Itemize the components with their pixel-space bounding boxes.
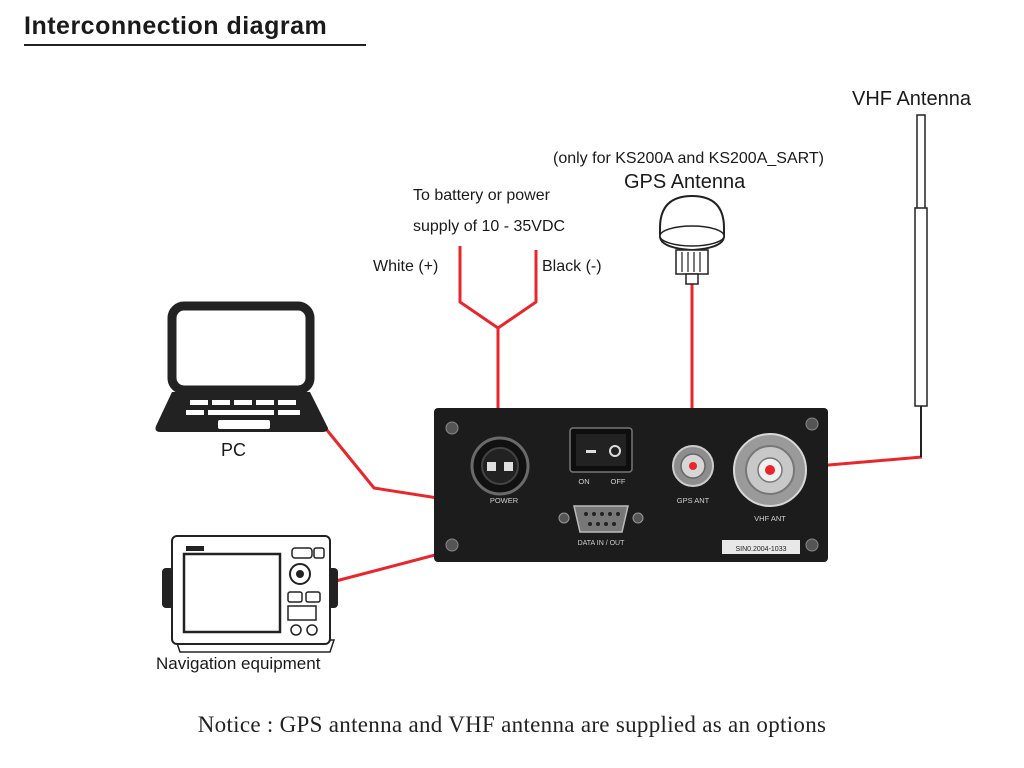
gps-antenna-icon [659, 194, 725, 285]
gps-antenna-port [672, 445, 714, 487]
navigation-display-icon [162, 535, 338, 653]
data-port-label: DATA IN / OUT [578, 540, 626, 547]
laptop-icon [155, 301, 328, 432]
title-underline [24, 44, 366, 46]
power-switch [569, 427, 633, 473]
gps-antenna-label: GPS Antenna [624, 171, 746, 193]
battery-label-line2: supply of 10 - 35VDC [413, 218, 566, 235]
vhf-port-label: VHF ANT [754, 514, 786, 523]
serial-label: SIN0.2004-1033 [736, 546, 787, 553]
data-port [558, 505, 644, 533]
gps-model-note: (only for KS200A and KS200A_SART) [553, 150, 824, 167]
ais-device-panel: POWER ON OFF GPS ANT VHF ANT DATA IN / O… [434, 408, 828, 562]
power-connector [470, 436, 530, 496]
gps-port-label: GPS ANT [677, 496, 710, 505]
black-wire-label: Black (-) [542, 258, 602, 275]
power-port-label: POWER [490, 496, 519, 505]
pc-label: PC [221, 440, 247, 460]
notice-text: Notice : GPS antenna and VHF antenna are… [197, 712, 827, 737]
switch-on-label: ON [578, 477, 589, 486]
navigation-label: Navigation equipment [156, 654, 321, 673]
switch-off-label: OFF [611, 477, 626, 486]
serial-plate [722, 540, 800, 554]
vhf-antenna-port [733, 433, 807, 507]
vhf-antenna-label: VHF Antenna [852, 88, 971, 110]
power-cable-white [458, 246, 499, 330]
battery-label-line1: To battery or power [413, 187, 550, 204]
power-cable-black [497, 250, 538, 330]
page-title: Interconnection diagram [24, 12, 328, 40]
vhf-antenna-icon [914, 114, 928, 457]
white-wire-label: White (+) [373, 258, 439, 275]
